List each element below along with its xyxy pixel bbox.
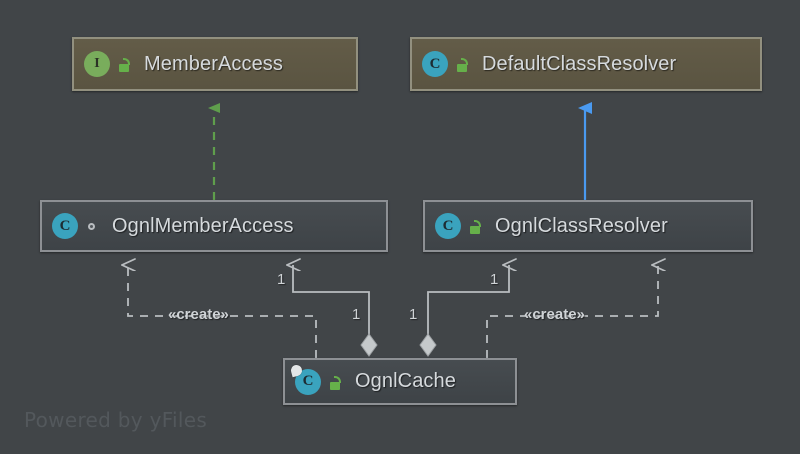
class-badge-icon: C	[52, 213, 78, 239]
class-badge-icon: C	[422, 51, 448, 77]
class-node-ognlmemberaccess[interactable]: C OgnlMemberAccess	[40, 200, 388, 252]
class-node-label: OgnlCache	[355, 370, 456, 392]
stereotype-label-create-left: «create»	[168, 306, 229, 323]
lock-open-icon	[329, 374, 343, 390]
lock-open-icon	[469, 218, 483, 234]
package-private-icon	[86, 218, 100, 234]
class-node-memberaccess[interactable]: I MemberAccess	[72, 37, 358, 91]
class-badge-icon: C	[435, 213, 461, 239]
lock-open-icon	[456, 56, 470, 72]
multiplicity-label-right-top: 1	[490, 271, 499, 288]
class-node-ognlclassresolver[interactable]: C OgnlClassResolver	[423, 200, 753, 252]
edge-create-ognlclassresolver[interactable]	[486, 265, 658, 358]
aggregation-diamond-right	[419, 333, 437, 357]
edge-aggregation-ognlclassresolver[interactable]	[419, 265, 509, 357]
class-node-defaultclassresolver[interactable]: C DefaultClassResolver	[410, 37, 762, 91]
interface-badge-icon: I	[84, 51, 110, 77]
class-node-label: MemberAccess	[144, 52, 284, 75]
multiplicity-label-left-top: 1	[277, 271, 286, 288]
lock-open-icon	[118, 56, 132, 72]
stereotype-label-create-right: «create»	[524, 306, 585, 323]
multiplicity-label-right-bottom: 1	[409, 306, 418, 323]
edge-create-ognlmemberaccess[interactable]	[128, 265, 317, 358]
class-badge-letter: C	[302, 373, 314, 389]
edge-aggregation-ognlmemberaccess[interactable]	[293, 265, 378, 357]
class-node-ognlcache[interactable]: C OgnlCache	[283, 358, 517, 405]
class-node-label: OgnlMemberAccess	[112, 214, 294, 237]
class-node-label: OgnlClassResolver	[495, 214, 668, 237]
watermark-label: Powered by yFiles	[24, 408, 208, 432]
class-node-label: DefaultClassResolver	[482, 52, 677, 75]
aggregation-diamond-left	[360, 333, 378, 357]
selection-pin-icon	[289, 363, 304, 377]
class-badge-icon: C	[289, 363, 321, 395]
multiplicity-label-left-bottom: 1	[352, 306, 361, 323]
